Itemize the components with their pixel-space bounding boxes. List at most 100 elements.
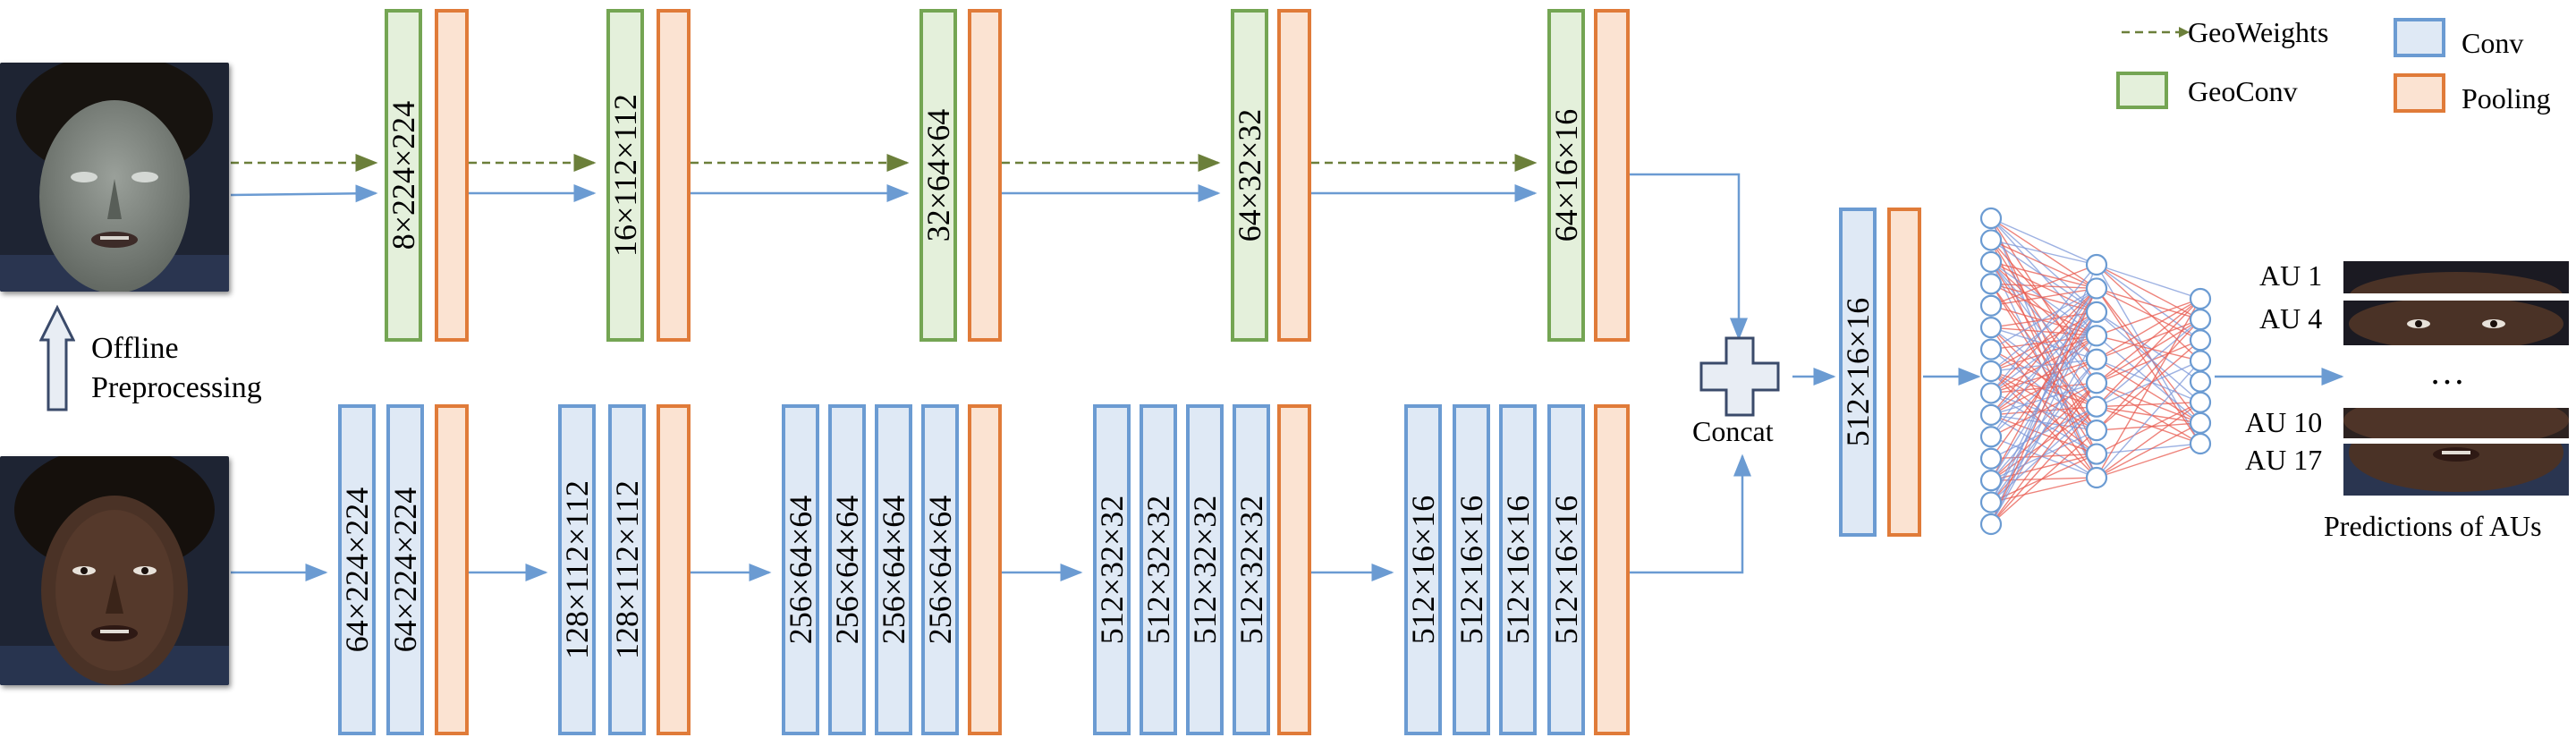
mlp-connection	[2096, 318, 2201, 408]
mlp-connection	[2096, 287, 2201, 341]
geoconv-block-label: 32×64×64	[920, 108, 956, 242]
mlp-connection	[2096, 335, 2201, 424]
au-eyebrow-image	[2343, 261, 2569, 293]
mlp-connection	[2096, 335, 2201, 362]
conv-pooling-block	[1277, 404, 1311, 735]
conv-block: 128×112×112	[558, 404, 596, 735]
mlp-connection	[1990, 326, 2097, 408]
conv-block-label: 512×32×32	[1140, 495, 1176, 645]
mlp-node	[1979, 470, 2003, 492]
mlp-connection	[1990, 348, 2097, 408]
mlp-node	[2085, 395, 2108, 418]
mlp-connection	[2096, 402, 2201, 479]
conv-block-label: 512×16×16	[1548, 495, 1584, 645]
mlp-node	[2189, 391, 2212, 413]
mlp-connection	[2096, 264, 2201, 320]
geoconv-block-label: 8×224×224	[386, 100, 421, 250]
au-label: AU 1	[2259, 259, 2323, 292]
au-eyes-image	[2343, 301, 2569, 345]
conv-block: 256×64×64	[921, 404, 959, 735]
mlp-connection	[1990, 217, 2097, 336]
mlp-connection	[1990, 370, 2097, 408]
mlp-connection	[2096, 443, 2201, 479]
mlp-connection	[1990, 239, 2097, 266]
mlp-connection	[1990, 335, 2097, 351]
mlp-connection	[2096, 298, 2201, 479]
mlp-connection	[2096, 402, 2201, 408]
mlp-node	[1979, 491, 2003, 513]
geoconv-block-label: 64×16×16	[1548, 108, 1584, 242]
mlp-connection	[1990, 429, 2097, 481]
mlp-connection	[1990, 392, 2097, 431]
mlp-node	[2189, 411, 2212, 434]
au-nose-strip	[2343, 408, 2569, 438]
mlp-connection	[1990, 311, 2097, 328]
conv-block-label: 256×64×64	[876, 495, 911, 645]
conv-block-label: 512×32×32	[1094, 495, 1130, 645]
mlp-connection	[1990, 414, 2097, 479]
mlp-connection	[2096, 318, 2201, 360]
mlp-connection	[1990, 326, 2097, 360]
mlp-connection	[2096, 288, 2201, 445]
geo-arrow-0	[230, 184, 378, 203]
mlp-connection	[2096, 264, 2201, 300]
mlp-connection	[1990, 405, 2097, 416]
mlp-connection	[1990, 382, 2097, 525]
conv-block-label: 128×112×112	[559, 480, 595, 659]
au-mouth-strip	[2343, 444, 2569, 496]
mlp-node	[2085, 277, 2108, 300]
mlp-connection	[1990, 453, 2097, 504]
preprocessing-arrow-icon	[39, 304, 75, 411]
legend-conv-label: Conv	[2462, 27, 2524, 59]
mlp-connection	[2096, 406, 2201, 445]
concat-plus-icon	[1699, 336, 1780, 417]
conv-block: 64×224×224	[386, 404, 424, 735]
mlp-connection	[2096, 311, 2201, 383]
mlp-connection	[2096, 264, 2201, 445]
face-original-image	[0, 456, 229, 685]
geoconv-block-label: 16×112×112	[607, 94, 643, 257]
mlp-connection	[2096, 264, 2201, 361]
conv-block-label: 512×16×16	[1405, 495, 1441, 645]
mlp-connection	[2096, 359, 2201, 403]
input-face-geometry	[0, 63, 229, 292]
conv-block-label: 64×224×224	[387, 487, 423, 653]
conv-block-label: 512×32×32	[1187, 495, 1223, 645]
mlp-connection	[2096, 298, 2201, 384]
preprocessing-label-line2: Preprocessing	[91, 371, 262, 404]
mlp-connection	[1990, 406, 2097, 525]
mlp-node	[2085, 301, 2108, 323]
mlp-connection	[1990, 359, 2097, 416]
mlp-connection	[1990, 264, 2097, 394]
conv-block: 512×16×16	[1453, 404, 1490, 735]
mlp-connection	[1990, 326, 2097, 479]
conv-to-concat-arrow	[1630, 454, 1751, 574]
mlp-connection	[1990, 392, 2097, 455]
mlp-connection	[2096, 422, 2201, 431]
conv-block: 256×64×64	[875, 404, 912, 735]
mlp-connection	[1990, 217, 2097, 313]
conv-pooling-block	[657, 404, 691, 735]
mlp-connection	[2096, 382, 2201, 445]
mlp-connection	[1990, 287, 2097, 351]
geo-pooling-block	[657, 9, 691, 342]
mlp-connection	[2096, 298, 2201, 408]
mlp-connection	[1990, 287, 2097, 394]
mlp-connection	[2096, 311, 2201, 403]
conv-block-label: 512×16×16	[1453, 495, 1489, 645]
mlp-connection	[1990, 429, 2097, 525]
conv-block: 512×32×32	[1140, 404, 1177, 735]
mlp-connection	[1990, 382, 2097, 437]
merged-conv-label: 512×16×16	[1840, 297, 1876, 447]
legend-geoweights-label: GeoWeights	[2188, 16, 2329, 48]
au-label: AU 10	[2245, 406, 2323, 438]
mlp-connection	[1990, 305, 2097, 337]
mlp-node	[1979, 403, 2003, 426]
mlp-connection	[2096, 360, 2201, 479]
mlp-node	[1979, 229, 2003, 251]
conv-block-label: 512×32×32	[1233, 495, 1269, 645]
mlp-connection	[1990, 382, 2097, 394]
